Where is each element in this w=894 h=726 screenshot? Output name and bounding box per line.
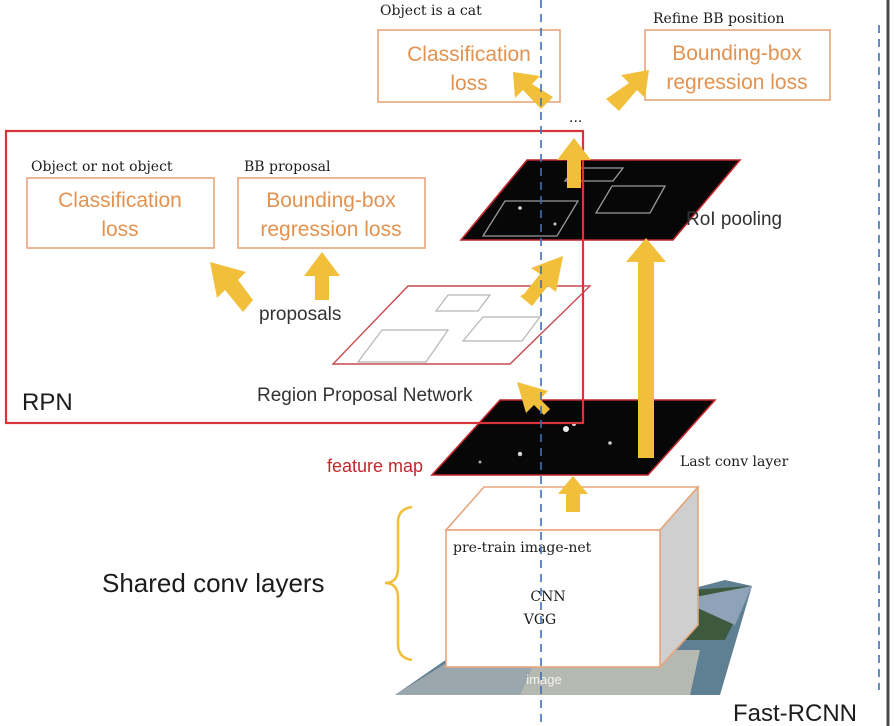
vgg-label: VGG [523,612,556,628]
top-reg-line1: Bounding-box [672,42,802,65]
proposals-label: proposals [259,304,341,325]
last-conv-feature-map [430,399,717,476]
rpn-reg-line1: Bounding-box [266,189,396,212]
feature-map-label: feature map [327,456,423,476]
rpn-cls-caption: Object or not object [31,159,173,175]
shared-conv-label: Shared conv layers [102,568,325,598]
rpn-box [4,129,585,425]
rpn-reg-line2: regression loss [260,218,401,241]
top-cls-line2: loss [450,72,487,95]
rpn-network-label: Region Proposal Network [257,385,473,406]
cnn-label: CNN [530,589,565,605]
top-cls-caption: Object is a cat [380,3,482,19]
arrow-proposals-to-rpn-cls [210,262,253,312]
arrow-proposals-to-rpn-reg [304,252,340,300]
top-cls-line1: Classification [407,43,531,66]
rpn-reg-box [237,177,426,249]
top-reg-caption: Refine BB position [653,11,785,27]
rpn-cls-line2: loss [101,218,138,241]
rpn-cls-box [26,177,215,249]
top-reg-line2: regression loss [666,71,807,94]
arrow-backbone-to-featuremap [558,476,588,512]
arrow-featuremap-to-roi [626,238,666,458]
arrow-to-top-cls [513,72,553,109]
top-ellipsis: ... [569,109,582,126]
arrow-to-top-reg [606,70,649,111]
top-reg-box [644,29,831,101]
fast-rcnn-label: Fast-RCNN [733,700,857,726]
arrow-roi-to-top [557,138,591,188]
backbone-cube [444,484,700,670]
roi-pooling-label: RoI pooling [686,209,782,230]
rpn-reg-caption: BB proposal [244,159,331,175]
rpn-label: RPN [22,389,73,416]
pretrain-label: pre-train image-net [453,540,592,556]
rpn-cls-line1: Classification [58,189,182,212]
roi-pooling-map [459,159,742,241]
last-conv-label: Last conv layer [680,454,789,470]
shared-conv-brace [384,505,413,662]
image-label: image [526,672,561,687]
proposals-plane [331,285,592,365]
